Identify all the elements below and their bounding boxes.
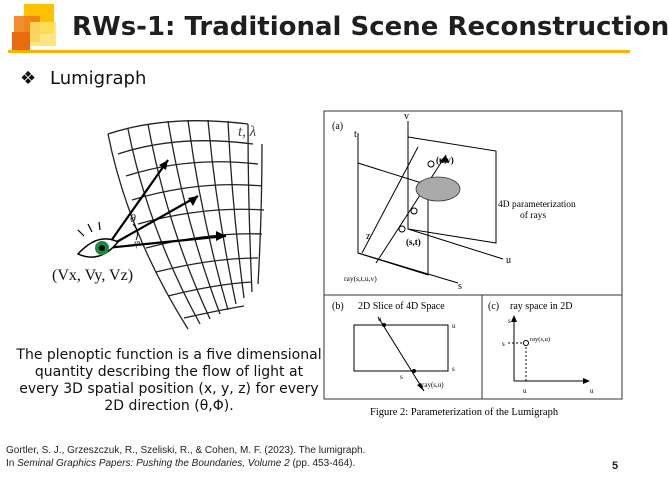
panel-a-label: (a) [332, 121, 343, 132]
panel-c-s-tick: s [502, 340, 505, 348]
param-text-2: of rays [520, 210, 546, 221]
ray-label: ray(s,t,u,v) [344, 274, 377, 283]
axis-z: z [366, 231, 371, 242]
panel-c-title: ray space in 2D [510, 301, 572, 312]
citation-line-1: Gortler, S. J., Grzeszczuk, R., Szeliski… [6, 445, 366, 456]
point-st: (s,t) [406, 237, 421, 247]
panel-c-ray: ray(s,u) [530, 336, 550, 343]
ray-arrows [105, 159, 227, 250]
citation-line-2: In Seminal Graphics Papers: Pushing the … [6, 457, 566, 470]
bullet-label: Lumigraph [50, 68, 147, 89]
point-uv: (u,v) [436, 155, 454, 165]
panel-b-u-right: u [452, 322, 456, 330]
param-text-1: 4D parameterization [498, 200, 576, 210]
axis-v: v [404, 111, 409, 122]
citation-prefix: In [6, 458, 18, 469]
plenoptic-grid [107, 119, 265, 330]
label-phi: φ [134, 237, 140, 249]
plenoptic-description: The plenoptic function is a five dimensi… [16, 347, 322, 414]
panel-b-u-top: u [378, 315, 382, 323]
eye-icon [76, 221, 120, 258]
citation-pages: (pp. 453-464). [289, 458, 356, 469]
figure-caption: Figure 2: Parameterization of the Lumigr… [370, 407, 559, 418]
panel-a-frame [323, 110, 623, 296]
panel-b-title: 2D Slice of 4D Space [358, 301, 445, 312]
axis-t: t [354, 129, 357, 140]
lumigraph-figure: (a) t v z u s (u,v) (s,t) 4D parameteriz… [318, 103, 628, 423]
label-t-lambda: t, λ [238, 124, 257, 140]
panel-b-s-right: s [452, 365, 455, 373]
logo-icon [8, 2, 68, 60]
citation: Gortler, S. J., Grzeszczuk, R., Szeliski… [6, 444, 566, 470]
panel-c-u-tick: u [523, 387, 527, 395]
citation-book-title: Seminal Graphics Papers: Pushing the Bou… [17, 458, 290, 469]
plenoptic-illustration: t, λ θ φ (Vx, Vy, Vz) [48, 114, 308, 344]
label-viewpoint: (Vx, Vy, Vz) [52, 267, 133, 284]
axis-s: s [458, 281, 462, 292]
label-theta: θ [130, 211, 136, 225]
panel-c-u-axis: u [590, 387, 594, 395]
panel-c-frame [481, 294, 623, 400]
panel-b-s-bottom: s [400, 373, 403, 381]
panel-b-label: (b) [332, 301, 344, 312]
diamond-bullet-icon: ❖ [20, 68, 37, 89]
panel-c-s-axis: s [508, 317, 511, 325]
title-underline [8, 50, 630, 53]
bullet-item: ❖ Lumigraph [20, 68, 146, 89]
page-number: 5 [612, 460, 619, 472]
panel-c-label: (c) [488, 301, 499, 312]
axis-u: u [506, 255, 511, 266]
panel-b-ray: ray(s,u) [422, 381, 444, 389]
slide-title: RWs-1: Traditional Scene Reconstruction [72, 12, 669, 42]
